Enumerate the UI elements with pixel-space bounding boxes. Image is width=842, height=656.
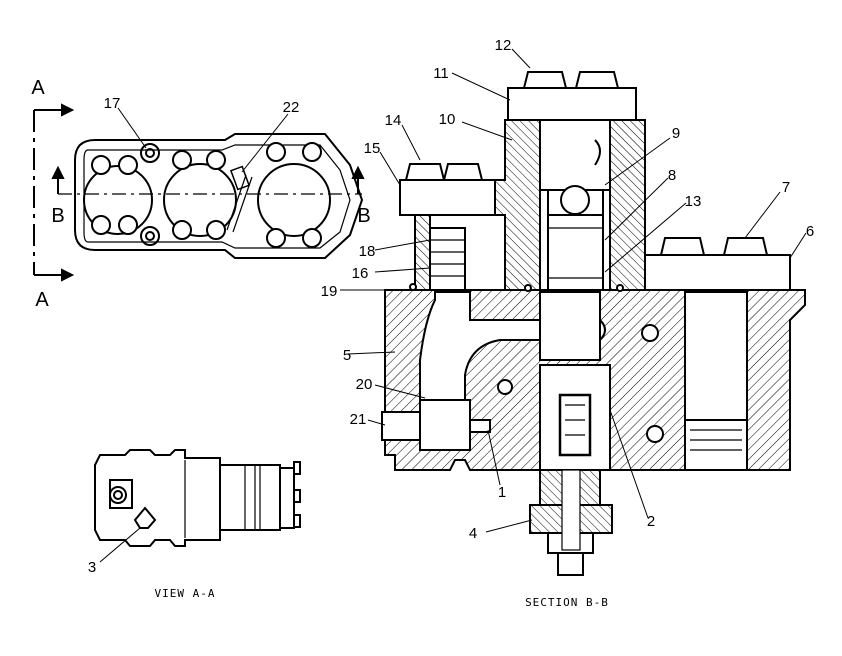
callout-12: 12 [495, 37, 512, 54]
callout-22: 22 [283, 99, 300, 116]
section-marker-a-top: A [31, 77, 45, 99]
part-callouts: 1 2 3 4 5 6 7 8 9 10 11 12 13 14 15 16 1… [88, 37, 814, 576]
callout-21: 21 [350, 411, 367, 428]
callout-16: 16 [352, 265, 369, 282]
callout-15: 15 [364, 140, 381, 157]
callout-3: 3 [88, 559, 96, 576]
callout-10: 10 [439, 111, 456, 128]
section-line-b-arrows [51, 165, 365, 194]
callout-8: 8 [668, 167, 676, 184]
callout-13: 13 [685, 193, 702, 210]
section-marker-a-bottom: A [35, 289, 49, 311]
callout-5: 5 [343, 347, 351, 364]
section-marker-b-right: B [357, 205, 370, 227]
section-b-b [381, 71, 806, 576]
callout-18: 18 [359, 243, 376, 260]
callout-9: 9 [672, 125, 680, 142]
callout-1: 1 [498, 484, 506, 501]
callout-14: 14 [385, 112, 402, 129]
callout-6: 6 [806, 223, 814, 240]
plan-view [58, 133, 364, 259]
callout-2: 2 [647, 513, 655, 530]
callout-20: 20 [356, 376, 373, 393]
caption-view-a-a: VIEW A-A [155, 587, 216, 600]
callout-19: 19 [321, 283, 338, 300]
section-marker-b-left: B [51, 205, 64, 227]
caption-section-b-b: SECTION B-B [525, 596, 609, 609]
callout-17: 17 [104, 95, 121, 112]
section-line-a [33, 103, 75, 282]
side-view-a-a [94, 449, 301, 547]
callout-11: 11 [433, 65, 449, 82]
callout-7: 7 [782, 179, 790, 196]
callout-4: 4 [469, 525, 477, 542]
leader-lines [99, 48, 807, 563]
